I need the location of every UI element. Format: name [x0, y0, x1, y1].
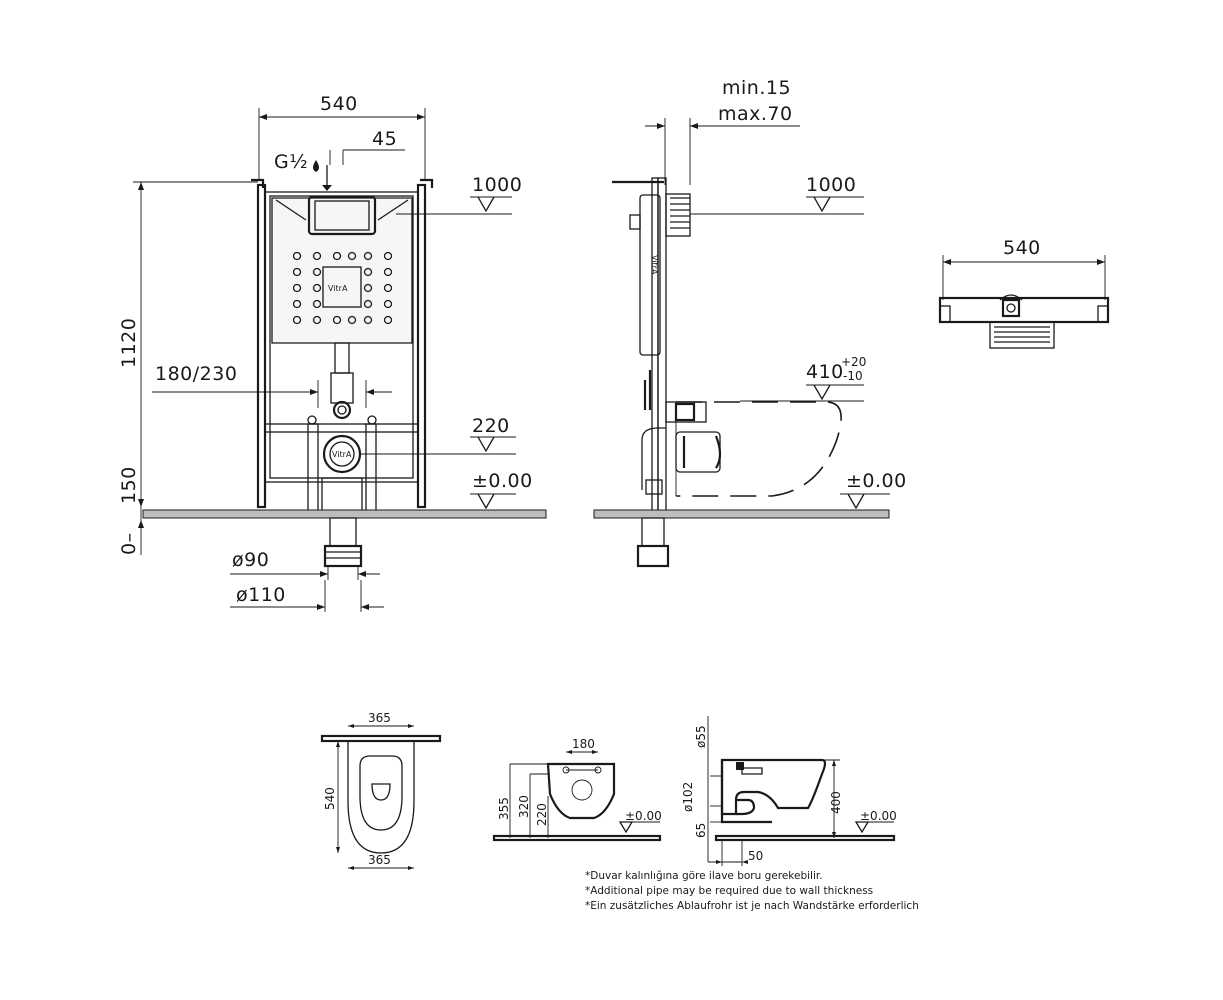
wall-min-label: min.15	[722, 77, 791, 99]
wc-plan-width-top: 365	[368, 711, 391, 725]
side-view: min.15 max.70 VitrA 1000	[593, 77, 907, 568]
note-tr: *Duvar kalınlığına göre ilave boru gerek…	[585, 870, 823, 882]
wc-front-view: 180 355 320 220 ±0.00	[492, 737, 662, 842]
inlet-thread-label: G½	[274, 151, 308, 173]
front-view: 540 45 G½ 1120 150 0–	[118, 93, 547, 612]
front-width-label: 540	[320, 93, 358, 115]
inlet-offset-label: 45	[372, 128, 397, 150]
front-level-1000-label: 1000	[472, 174, 522, 196]
wc-side-view: ø55 ø102 65 400 ±0.00 50	[681, 716, 897, 866]
wc-front-h3: 220	[535, 803, 549, 826]
note-en: *Additional pipe may be required due to …	[585, 885, 873, 897]
side-floor-label: ±0.00	[846, 470, 907, 492]
wc-front-h1: 355	[497, 797, 511, 820]
bowl-tolerance-plus: +20	[841, 355, 866, 369]
top-view: 540	[938, 237, 1110, 349]
wc-side-height: 400	[829, 791, 843, 814]
wc-side-floor: ±0.00	[860, 809, 897, 823]
wc-plan-width-bottom: 365	[368, 853, 391, 867]
bowl-tolerance-minus: -10	[843, 369, 863, 383]
pipe-small-label: ø90	[232, 549, 269, 571]
floor-150-label: 150	[118, 466, 140, 504]
side-level-1000-label: 1000	[806, 174, 856, 196]
wc-side-waste-diam: ø102	[681, 782, 695, 812]
svg-text:VitrA: VitrA	[650, 255, 659, 275]
wc-front-h2: 320	[517, 795, 531, 818]
front-floor-label: ±0.00	[472, 470, 533, 492]
note-de: *Ein zusätzliches Ablaufrohr ist je nach…	[585, 900, 919, 912]
wc-side-outlet-diam: ø55	[694, 725, 708, 748]
install-notes: *Duvar kalınlığına göre ilave boru gerek…	[585, 870, 919, 912]
floor-adjust-label: 0–	[118, 532, 140, 555]
cistern-holes	[292, 251, 393, 325]
wc-front-spacing: 180	[572, 737, 595, 751]
wc-front-floor: ±0.00	[625, 809, 662, 823]
wc-plan-view: 365 540 365	[320, 711, 442, 870]
anchor-spacing-label: 180/230	[155, 363, 237, 385]
wall-max-label: max.70	[718, 103, 793, 125]
water-drop-icon	[313, 160, 319, 172]
svg-text:VitrA: VitrA	[332, 450, 352, 459]
front-height-label: 1120	[118, 318, 140, 368]
wc-plan-length: 540	[323, 787, 337, 810]
top-width-label: 540	[1003, 237, 1041, 259]
outlet-height-label: 220	[472, 415, 510, 437]
pipe-large-label: ø110	[236, 584, 286, 606]
vitra-logo: VitrA	[328, 284, 348, 293]
bowl-height-label: 410	[806, 361, 844, 383]
wc-side-wall-offset: 50	[748, 849, 763, 863]
wc-side-offset: 65	[694, 823, 708, 838]
